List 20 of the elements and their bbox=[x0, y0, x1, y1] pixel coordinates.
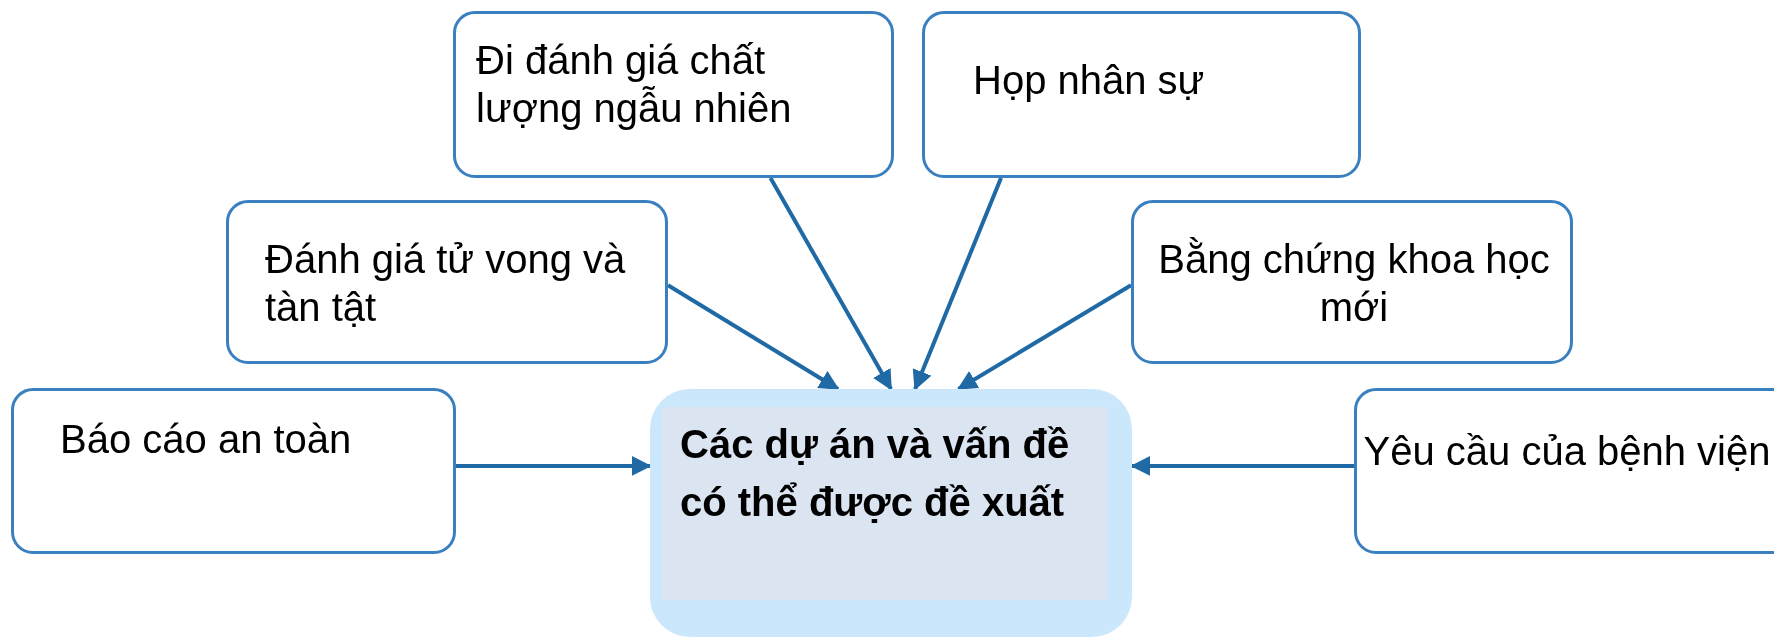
box-label: Họp nhân sự bbox=[973, 57, 1206, 104]
process-box bbox=[1354, 388, 1774, 554]
arrow bbox=[912, 177, 1003, 391]
box-label: Đi đánh giá chất lượng ngẫu nhiên bbox=[476, 37, 793, 132]
process-box bbox=[922, 11, 1361, 178]
arrow bbox=[1130, 455, 1354, 476]
box-text: Các dự án và vấn đề có thể được đề xuất bbox=[662, 407, 1107, 600]
process-box bbox=[1131, 200, 1573, 364]
process-box bbox=[11, 388, 456, 554]
process-box bbox=[650, 389, 1132, 637]
box-label: Yêu cầu của bệnh viện bbox=[1362, 428, 1772, 475]
process-box bbox=[226, 200, 668, 364]
box-label: Báo cáo an toàn bbox=[60, 416, 353, 463]
box-label: Đánh giá tử vong và tàn tật bbox=[265, 236, 627, 331]
process-box bbox=[453, 11, 894, 178]
arrow bbox=[768, 177, 893, 391]
arrow bbox=[957, 283, 1133, 391]
arrow bbox=[456, 455, 652, 476]
arrow bbox=[666, 283, 840, 391]
box-label: Bằng chứng khoa học mới bbox=[1157, 236, 1551, 331]
